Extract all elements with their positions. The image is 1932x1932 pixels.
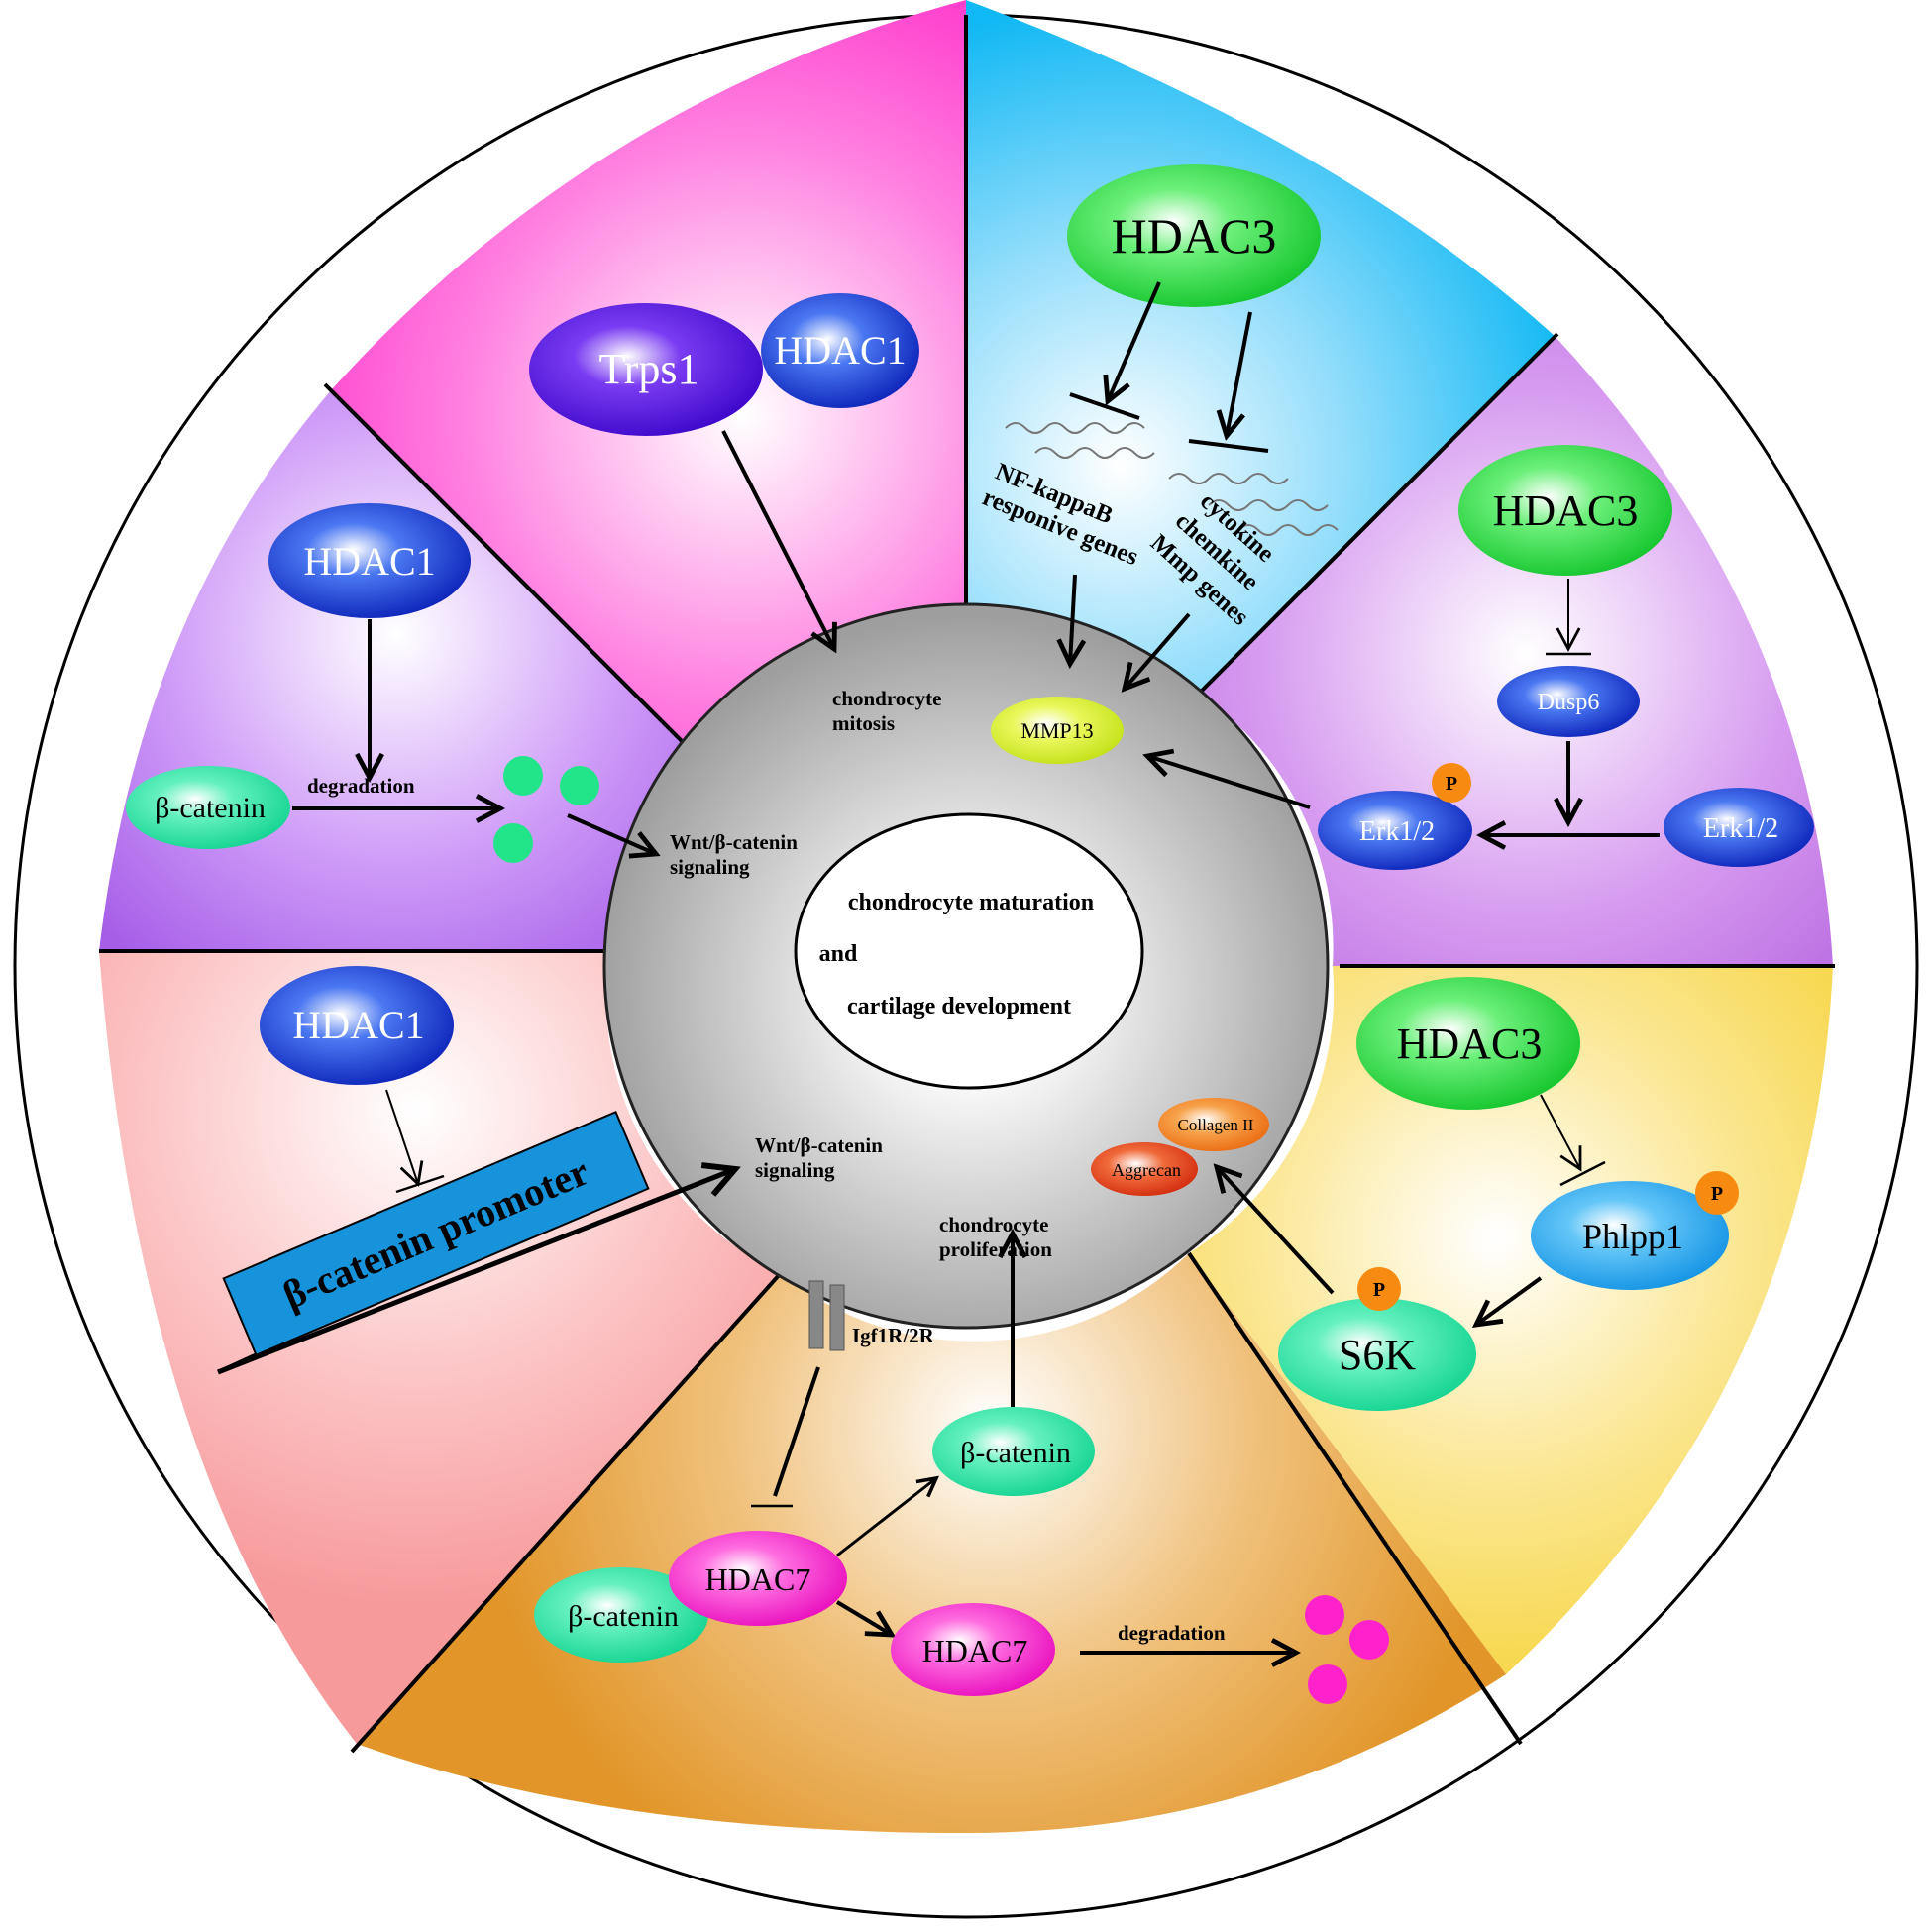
beta-catenin-label-left: β-catenin (568, 1600, 679, 1633)
phospho-badge-phlpp1 (1695, 1171, 1739, 1215)
hdac3-oval-cyan (1067, 164, 1321, 307)
arrow-nfkb-mmp13 (1070, 574, 1075, 664)
ring-labels: chondrocyte mitosis Wnt/β-catenin signal… (670, 687, 1052, 1347)
inhibit-hdac3-cytokine (1227, 311, 1252, 436)
beta-catenin-oval-purple (126, 766, 290, 849)
hdac1-oval-magenta (761, 293, 919, 408)
hdac1-label-pink: HDAC1 (292, 1003, 424, 1047)
hdac7-free-label: HDAC7 (922, 1633, 1028, 1668)
fragment-dot-1 (503, 756, 543, 796)
cell-nucleus (794, 812, 1144, 1090)
dusp6-oval (1497, 666, 1640, 737)
trps1-oval (529, 303, 763, 436)
mitosis-label-2: mitosis (832, 711, 895, 735)
center-line-2: and (819, 941, 858, 967)
wnt-bottom-label-1: Wnt/β-catenin (755, 1133, 883, 1157)
collagen-oval (1158, 1098, 1269, 1151)
hdac7-free-oval (891, 1603, 1055, 1696)
center-line-1: chondrocyte maturation (848, 890, 1094, 915)
collagen-label: Collagen II (1178, 1116, 1254, 1134)
aggrecan-label: Aggrecan (1112, 1160, 1181, 1180)
hdac7-fragment-dot-1 (1305, 1595, 1344, 1635)
hdac3-label-cyan: HDAC3 (1112, 208, 1277, 264)
hdac1-oval-purple (268, 503, 471, 618)
arrow-phlpp1-s6k (1476, 1276, 1543, 1325)
mitosis-label-1: chondrocyte (832, 687, 941, 710)
arrow-complex-hdac7 (835, 1600, 892, 1635)
inhibit-bar-nfkb (1069, 392, 1140, 420)
fragment-dot-2 (560, 766, 599, 805)
hdac7-complex-label: HDAC7 (705, 1561, 811, 1597)
degradation-label-purple: degradation (307, 774, 415, 798)
center-text: chondrocyte maturation and cartilage dev… (819, 890, 1094, 1020)
phospho-badge-erk (1432, 763, 1471, 803)
arrow-cytokine-mmp13 (1125, 612, 1191, 689)
inhibit-receptor-hdac7 (773, 1366, 820, 1497)
erk-oval-right (1664, 788, 1814, 867)
phospho-label-phlpp1: P (1711, 1183, 1723, 1205)
segment-yellow (1189, 966, 1833, 1674)
s6k-label: S6K (1339, 1331, 1416, 1379)
erk-phospho-label: Erk1/2 (1359, 816, 1435, 847)
proliferation-label-1: chondrocyte (939, 1213, 1048, 1236)
hdac7-fragment-dot-3 (1308, 1664, 1347, 1704)
erk-label-right: Erk1/2 (1703, 813, 1778, 844)
inhibit-hdac1-promoter (385, 1089, 424, 1187)
erk-phospho-oval (1318, 791, 1472, 870)
phospho-label-s6k: P (1373, 1279, 1385, 1301)
hdac1-label-magenta: HDAC1 (774, 328, 906, 373)
phlpp1-label: Phlpp1 (1582, 1217, 1683, 1256)
arrow-complex-beta-catenin (836, 1478, 936, 1557)
mrna-wave-left (1005, 422, 1155, 459)
wnt-bottom-label-2: signaling (755, 1158, 835, 1182)
hdac1-label-purple: HDAC1 (303, 539, 435, 584)
segment-orange (357, 1253, 1506, 1833)
arrow-erk-mmp13 (1147, 756, 1311, 809)
degradation-label-orange: degradation (1118, 1621, 1226, 1645)
center-line-3: cartilage development (847, 994, 1071, 1020)
hdac1-oval-pink (260, 966, 454, 1085)
wnt-top-label-2: signaling (670, 855, 750, 879)
mmp13-oval (991, 697, 1124, 764)
fragment-dot-3 (493, 823, 533, 863)
phospho-badge-s6k (1357, 1267, 1401, 1311)
dusp6-label: Dusp6 (1538, 690, 1600, 715)
phospho-label-erk: P (1446, 773, 1457, 795)
hdac7-complex-oval (669, 1531, 847, 1626)
hdac7-fragment-dot-2 (1349, 1620, 1389, 1660)
arrow-fragments-wnt (567, 813, 656, 854)
inhibit-hdac3-phlpp1 (1540, 1094, 1582, 1172)
beta-catenin-label-purple: β-catenin (155, 792, 266, 824)
proliferation-label-2: proliferation (939, 1237, 1052, 1261)
mmp13-label: MMP13 (1020, 718, 1093, 743)
inhibit-bar-phlpp1 (1559, 1160, 1606, 1187)
hdac3-label-purple: HDAC3 (1493, 486, 1639, 535)
wnt-top-label-1: Wnt/β-catenin (670, 830, 798, 854)
hdac3-oval-purple (1458, 445, 1672, 576)
arrow-s6k-aggrecan (1217, 1167, 1335, 1295)
s6k-oval (1278, 1298, 1476, 1411)
trps1-label: Trps1 (598, 345, 698, 393)
receptor-bar-2 (829, 1284, 845, 1351)
hdac3-label-yellow: HDAC3 (1397, 1020, 1543, 1068)
aggrecan-oval (1091, 1142, 1198, 1196)
receptor-bar-1 (808, 1280, 824, 1349)
phlpp1-oval (1531, 1181, 1729, 1290)
inhibit-bar-promoter (395, 1174, 445, 1194)
arrow-trps1-mitosis (721, 430, 834, 649)
segment-cyan (966, 0, 1556, 694)
beta-catenin-oval-top (932, 1407, 1095, 1496)
inhibit-bar-cytokine (1188, 439, 1269, 453)
inhibit-hdac3-nfkb (1108, 281, 1161, 401)
beta-catenin-oval-left (534, 1567, 708, 1663)
hdac3-oval-yellow (1356, 977, 1580, 1110)
receptor-label: Igf1R/2R (852, 1324, 935, 1347)
beta-catenin-label-top: β-catenin (960, 1437, 1071, 1469)
arrow-promoter-wnt (217, 1169, 735, 1375)
mrna-wave-right (1168, 473, 1339, 536)
